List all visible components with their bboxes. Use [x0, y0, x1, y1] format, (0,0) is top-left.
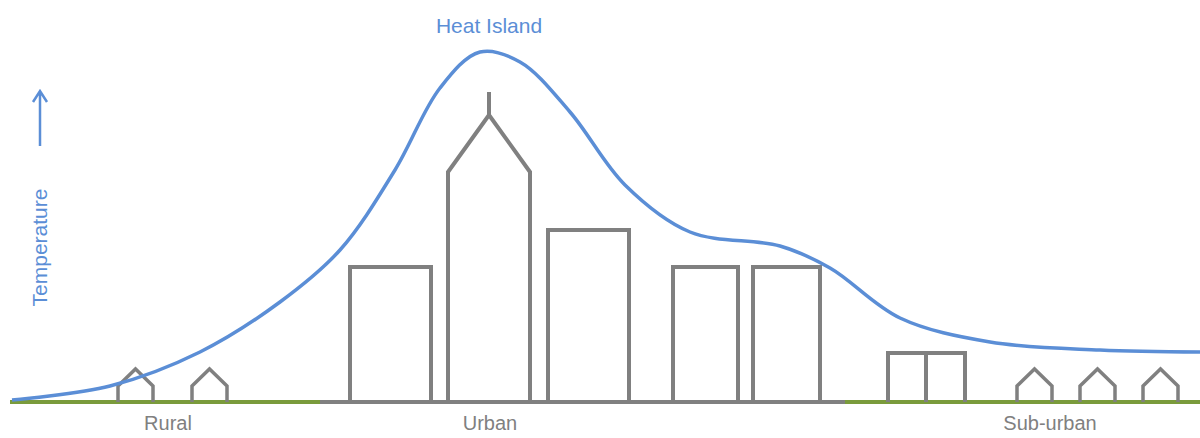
building	[548, 230, 629, 402]
temperature-curve	[12, 51, 1200, 400]
house	[1080, 369, 1115, 402]
ground-line	[845, 400, 1200, 404]
building	[753, 267, 820, 402]
zone-label: Urban	[463, 413, 517, 433]
ground-line	[10, 400, 320, 404]
house	[1017, 369, 1052, 402]
building	[888, 353, 965, 402]
house	[1143, 369, 1178, 402]
house	[192, 369, 227, 402]
building	[350, 267, 431, 402]
building-divider	[924, 353, 928, 402]
building	[673, 267, 738, 402]
zone-label: Sub-urban	[1003, 413, 1096, 433]
curve-title: Heat Island	[436, 15, 542, 36]
zone-label: Rural	[144, 413, 192, 433]
tower	[448, 92, 530, 402]
ground-line	[320, 400, 845, 404]
temperature-arrow	[33, 91, 47, 146]
axis-label: Temperature	[30, 188, 51, 306]
buildings	[118, 92, 1178, 402]
